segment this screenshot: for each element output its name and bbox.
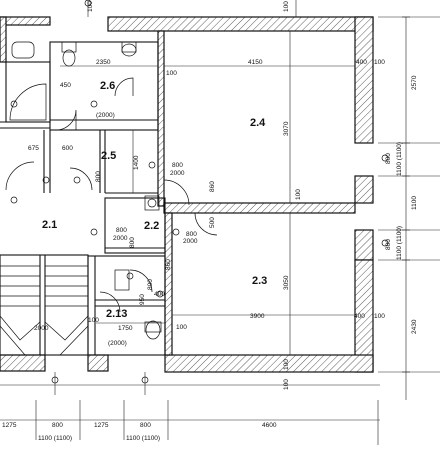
dim-label: 600 (62, 145, 73, 152)
axis-markers (10, 0, 389, 384)
dim-label: 400 (154, 291, 165, 298)
room-2-4-label: 2.4 (250, 117, 266, 129)
dim-label: 1100 (1100) (126, 435, 160, 442)
wall-left-top (0, 16, 7, 63)
wall-top-left (0, 16, 51, 26)
dim-label: 1400 (133, 155, 140, 170)
wall-top-right (107, 16, 374, 32)
wall-2-3-left (164, 212, 173, 356)
wall-bottom-mid (87, 354, 109, 372)
dim-label: 1100 (411, 196, 418, 210)
dim-label: 800 (385, 153, 392, 164)
room-2-1-label: 2.1 (42, 219, 57, 231)
dim-label: 4600 (262, 422, 277, 429)
dim-label: 400 (356, 59, 367, 66)
dim-label: 2430 (411, 319, 418, 334)
dim-label: 1275 (2, 422, 17, 429)
dim-label: 1100 (1100) (396, 226, 403, 260)
dim-label: 1100 (1100) (396, 142, 403, 176)
dim-label: 800 (129, 237, 136, 248)
dim-label: 100 (88, 317, 99, 324)
dim-label: 800 (116, 227, 127, 234)
room-2-3-label: 2.3 (252, 275, 267, 287)
interior-partitions (0, 41, 166, 356)
dim-label: 860 (209, 181, 216, 192)
door-swings (5, 77, 218, 313)
room-2-5-label: 2.5 (101, 150, 116, 162)
dim-label: (2000) (108, 340, 127, 347)
dim-label: 1275 (94, 422, 109, 429)
dim-label: 3900 (250, 313, 265, 320)
dim-label: 860 (165, 259, 172, 270)
wall-bottom-right (164, 354, 374, 373)
dim-label: 800 (385, 239, 392, 250)
wall-right-mid (354, 175, 374, 204)
dim-label: 800 (172, 162, 183, 169)
dim-label: 100 (283, 1, 290, 12)
dim-label: 2570 (411, 75, 418, 90)
dim-label: 2350 (96, 59, 111, 66)
dim-label: 950 (139, 294, 146, 305)
dim-label: 1750 (118, 325, 133, 332)
wall-right-upper (354, 16, 374, 144)
wall-2-4-left (157, 30, 165, 207)
dim-label: 450 (60, 82, 71, 89)
dim-label: 400 (354, 313, 365, 320)
wall-bottom-left (0, 354, 46, 372)
room-2-13-label: 2.13 (106, 308, 127, 320)
dim-label: 100 (374, 313, 385, 320)
dim-label: 100 (166, 70, 177, 77)
dimension-lines (0, 0, 440, 445)
dim-label: 1100 (1100) (38, 435, 72, 442)
dim-label: 800 (140, 422, 151, 429)
dim-label: 800 (95, 171, 102, 182)
dim-label: 800 (147, 279, 154, 290)
dim-label: 2000 (183, 238, 198, 245)
dim-label: 2000 (34, 325, 49, 332)
dimension-labels: 2350 450 (2000) 100 675 600 1400 4150 30… (2, 1, 418, 442)
stair-treads (0, 265, 89, 356)
room-2-6-label: 2.6 (100, 80, 115, 92)
dim-label: 2000 (113, 235, 128, 242)
dim-label: 100 (87, 1, 94, 12)
dim-label: 100 (283, 359, 290, 370)
dim-label: (2000) (96, 112, 115, 119)
dim-label: 100 (295, 189, 302, 200)
dim-label: 800 (186, 231, 197, 238)
dim-label: 100 (374, 59, 385, 66)
room-2-2-label: 2.2 (144, 220, 159, 232)
dim-label: 800 (52, 422, 63, 429)
dim-label: 100 (176, 324, 187, 331)
dim-label: 675 (28, 145, 39, 152)
wall-right-mid2 (354, 229, 374, 261)
dim-label: 100 (283, 379, 290, 390)
wall-2-4-2-3 (163, 202, 356, 214)
dim-label: 3070 (283, 121, 290, 136)
dim-label: 2000 (170, 170, 185, 177)
dim-label: 3050 (283, 275, 290, 290)
dim-label: 4150 (248, 59, 263, 66)
dim-label: 500 (209, 217, 216, 228)
